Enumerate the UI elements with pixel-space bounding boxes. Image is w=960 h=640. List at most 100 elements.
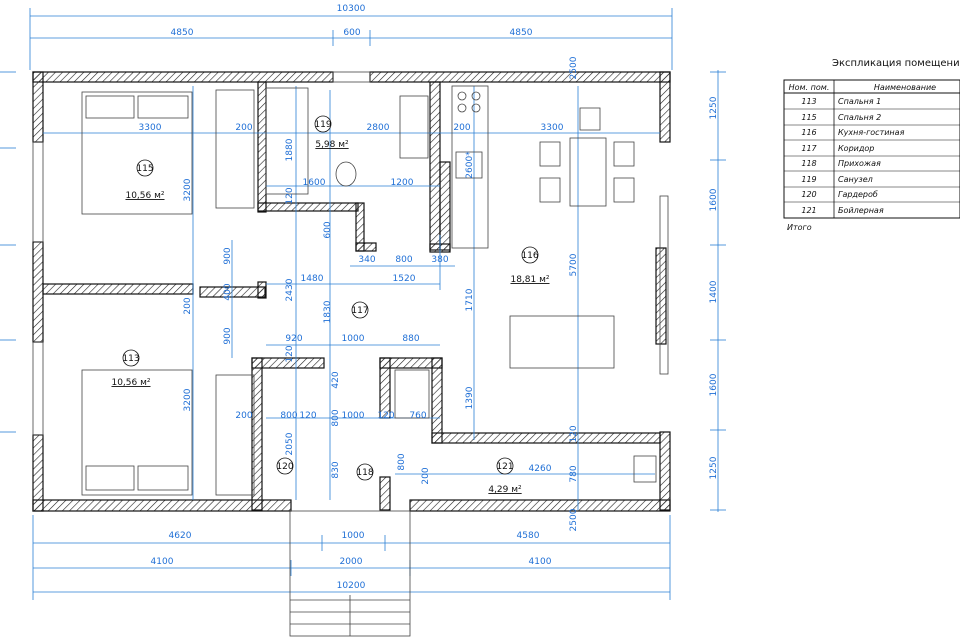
svg-text:4,29 м²: 4,29 м² — [488, 485, 522, 495]
dim-1390: 1390 — [465, 386, 475, 409]
walls — [32, 71, 671, 512]
dim-top-left: 4850 — [171, 28, 194, 38]
inner-dim-lines — [43, 86, 660, 510]
dim-800-c: 800 — [331, 409, 341, 426]
dim-1000-a: 1000 — [342, 334, 365, 344]
dim-right-3: 1400 — [709, 280, 719, 303]
svg-text:10,56 м²: 10,56 м² — [125, 191, 164, 201]
dim-1200: 1200 — [391, 178, 414, 188]
svg-text:115: 115 — [136, 164, 153, 174]
dim-3200-b: 3200 — [183, 388, 193, 411]
svg-text:10,56 м²: 10,56 м² — [111, 378, 150, 388]
dim-600: 600 — [323, 221, 333, 238]
dim-right-2: 1600 — [709, 188, 719, 211]
inner-dimension-texts: 3300 200 1880 2800 200 3300 1600 1200 12… — [139, 56, 579, 531]
dim-400: 400 — [223, 283, 233, 300]
dim-3300-right: 3300 — [541, 123, 564, 133]
room-113: 113 10,56 м² — [111, 349, 151, 388]
dim-120-d: 120 — [377, 411, 394, 421]
dim-760: 760 — [409, 411, 426, 421]
dim-2500-a: 2500 — [569, 56, 579, 79]
row-num: 118 — [801, 159, 816, 168]
dim-380: 380 — [431, 255, 448, 265]
row-num: 115 — [801, 113, 816, 122]
dim-200-d: 200 — [235, 411, 252, 421]
dim-200-a: 200 — [235, 123, 252, 133]
room-119: 119 5,98 м² — [314, 115, 349, 150]
row-name: Санузел — [838, 175, 873, 184]
dim-120-e: 120 — [569, 425, 579, 442]
dim-right-5: 1250 — [709, 456, 719, 479]
room-115: 115 10,56 м² — [125, 159, 165, 201]
dim-top-mid: 600 — [343, 28, 360, 38]
col-num-header: Ном. пом. — [789, 83, 830, 92]
room-labels: 115 10,56 м² 113 10,56 м² 119 5,98 м² 11… — [111, 115, 550, 495]
dim-780: 780 — [569, 465, 579, 482]
room-117: 117 — [351, 301, 369, 319]
row-name: Бойлерная — [838, 206, 884, 215]
dim-bottom-left1: 4620 — [169, 531, 192, 541]
dim-1480: 1480 — [301, 274, 324, 284]
dim-right-4: 1600 — [709, 373, 719, 396]
row-name: Прихожая — [838, 159, 881, 168]
svg-text:117: 117 — [351, 306, 368, 316]
row-name: Кухня-гостиная — [838, 128, 905, 137]
dim-900-b: 900 — [223, 327, 233, 344]
dim-bottom-mid2: 2000 — [340, 557, 363, 567]
room-116: 116 18,81 м² — [510, 246, 550, 285]
svg-text:5,98 м²: 5,98 м² — [315, 140, 349, 150]
dim-880: 880 — [402, 334, 419, 344]
dim-200-e: 200 — [421, 467, 431, 484]
svg-text:113: 113 — [122, 354, 139, 364]
right-dimensions: 1250 1600 1400 1600 1250 — [0, 70, 726, 512]
room-118: 118 — [356, 463, 374, 481]
dim-830: 830 — [331, 461, 341, 478]
dim-3300-left: 3300 — [139, 123, 162, 133]
dim-top-total: 10300 — [337, 4, 366, 14]
col-name-header: Наименование — [874, 83, 936, 92]
dim-120-c: 120 — [299, 411, 316, 421]
row-num: 113 — [801, 97, 816, 106]
dim-800-d: 800 — [397, 453, 407, 470]
total-label: Итого — [787, 223, 812, 232]
bottom-dimensions: 4620 1000 4580 4100 2000 4100 10200 — [32, 510, 671, 637]
dim-bottom-right2: 4100 — [529, 557, 552, 567]
dim-right-1: 1250 — [709, 96, 719, 119]
row-num: 120 — [801, 190, 816, 199]
row-num: 121 — [801, 206, 816, 215]
dim-2800: 2800 — [367, 123, 390, 133]
dim-bottom-right1: 4580 — [517, 531, 540, 541]
explication-table: Экспликация помещений Ном. пом. Наименов… — [783, 58, 960, 232]
dim-200-c: 200 — [183, 297, 193, 314]
dim-420: 420 — [331, 371, 341, 388]
row-num: 116 — [801, 128, 816, 137]
svg-text:119: 119 — [314, 120, 331, 130]
top-dimensions: 10300 4850 600 4850 — [29, 4, 673, 70]
dim-120-a: 120 — [285, 187, 295, 204]
svg-text:18,81 м²: 18,81 м² — [510, 275, 549, 285]
dim-2050: 2050 — [285, 432, 295, 455]
dim-120-b: 120 — [285, 345, 295, 362]
dim-800-b: 800 — [280, 411, 297, 421]
row-name: Коридор — [838, 144, 874, 153]
dim-2430: 2430 — [285, 278, 295, 301]
dim-top-right: 4850 — [510, 28, 533, 38]
dim-2600: 2600* — [465, 151, 475, 179]
dim-3200-a: 3200 — [183, 178, 193, 201]
svg-text:116: 116 — [521, 251, 538, 261]
row-num: 119 — [801, 175, 816, 184]
dim-bottom-total: 10200 — [337, 581, 366, 591]
room-120: 120 — [276, 457, 294, 475]
svg-text:121: 121 — [496, 462, 513, 472]
dim-340: 340 — [358, 255, 375, 265]
dim-1880: 1880 — [285, 138, 295, 161]
explication-title: Экспликация помещений — [832, 58, 960, 69]
row-num: 117 — [801, 144, 817, 153]
dim-bottom-left2: 4100 — [151, 557, 174, 567]
dim-920: 920 — [285, 334, 302, 344]
room-121: 121 4,29 м² — [488, 457, 522, 495]
dim-bottom-door: 1000 — [342, 531, 365, 541]
dim-4260: 4260 — [529, 464, 552, 474]
row-name: Спальня 1 — [838, 97, 881, 106]
